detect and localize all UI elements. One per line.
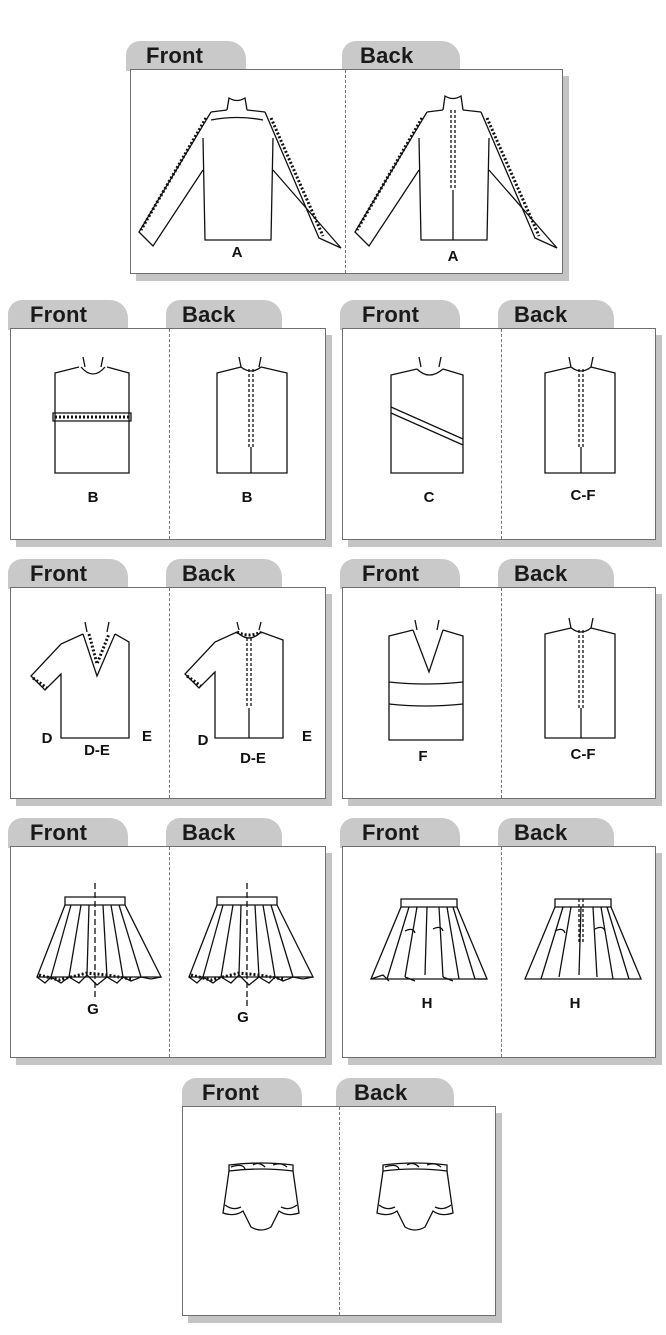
front-back-divider (169, 847, 170, 1057)
view-card: G G (10, 846, 326, 1058)
back-tab (342, 41, 460, 71)
front-tab-label: Front (202, 1080, 260, 1105)
front-tab-label: Front (30, 302, 88, 327)
bloomers-illustration (222, 1162, 454, 1231)
back-tab (498, 300, 614, 330)
view-card: B B (10, 328, 326, 540)
front-back-divider (501, 329, 502, 539)
front-tab-label: Front (362, 561, 420, 586)
front-back-divider (345, 70, 346, 273)
view-letter-a-front: A (231, 244, 243, 261)
view-panel-h: Front Back H H (336, 818, 664, 1073)
view-letter-d-back: D (197, 732, 209, 749)
front-back-divider (169, 588, 170, 798)
front-tab-label: Front (362, 302, 420, 327)
garment-g-illustration (36, 883, 315, 1007)
view-letter-d-front: D (41, 730, 53, 747)
front-back-divider (339, 1107, 340, 1315)
front-tab-label: Front (30, 561, 88, 586)
view-card: D D-E E D D-E E (10, 587, 326, 799)
back-tab-label: Back (514, 561, 568, 586)
view-card: F C-F (342, 587, 656, 799)
view-panel-b: Front Back B B (4, 300, 334, 550)
view-letter-d-e-front: D-E (84, 742, 110, 759)
view-letter-d-e-back: D-E (240, 750, 266, 767)
view-letter-a-back: A (447, 248, 459, 265)
view-letter-h-back: H (569, 995, 581, 1012)
back-tab-label: Back (514, 302, 568, 327)
back-tab (166, 818, 282, 848)
view-letter-e-front: E (141, 728, 153, 745)
garment-h-illustration (370, 898, 642, 982)
back-tab-label: Back (354, 1080, 408, 1105)
front-tab (8, 300, 128, 330)
view-panel-d-e: Front Back D D-E E D D-E E (4, 559, 334, 809)
view-panel-g: Front Back G G (4, 818, 334, 1073)
front-tab (182, 1078, 302, 1108)
back-tab (166, 300, 282, 330)
front-tab-label: Front (146, 43, 204, 68)
view-letter-c-f-back: C-F (570, 746, 596, 763)
back-tab (498, 818, 614, 848)
back-tab (166, 559, 282, 589)
back-tab (336, 1078, 454, 1108)
view-letter-h-front: H (421, 995, 433, 1012)
back-tab-label: Back (514, 820, 568, 845)
view-letter-g-front: G (87, 1001, 99, 1018)
garment-d-e-illustration (30, 621, 284, 739)
view-letter-b-front: B (87, 489, 99, 506)
garment-a-illustration (138, 94, 558, 249)
back-tab-label: Back (182, 561, 236, 586)
view-panel-c: Front Back C C-F (336, 300, 664, 550)
back-tab-label: Back (360, 43, 414, 68)
front-tab (8, 559, 128, 589)
view-panel-a: Front Back A A (124, 41, 574, 281)
view-letter-g-back: G (237, 1009, 249, 1026)
view-letter-b-back: B (241, 489, 253, 506)
front-tab (126, 41, 246, 71)
garment-b-illustration (52, 356, 288, 474)
view-card: A A (130, 69, 563, 274)
view-card: C C-F (342, 328, 656, 540)
view-letter-f-front: F (418, 748, 428, 765)
front-tab-label: Front (362, 820, 420, 845)
view-panel-bloomers: Front Back (176, 1078, 506, 1333)
view-letter-c-f-back: C-F (570, 487, 596, 504)
view-card (182, 1106, 496, 1316)
back-tab (498, 559, 614, 589)
front-tab (340, 818, 460, 848)
view-letter-c-front: C (423, 489, 435, 506)
garment-f-illustration (388, 617, 616, 741)
front-back-divider (501, 847, 502, 1057)
front-back-divider (501, 588, 502, 798)
front-tab (8, 818, 128, 848)
view-card: H H (342, 846, 656, 1058)
front-tab-label: Front (30, 820, 88, 845)
view-panel-f: Front Back F C-F (336, 559, 664, 809)
view-letter-e-back: E (301, 728, 313, 745)
garment-c-f-illustration (390, 356, 616, 474)
back-tab-label: Back (182, 302, 236, 327)
front-tab (340, 300, 460, 330)
front-tab (340, 559, 460, 589)
front-back-divider (169, 329, 170, 539)
back-tab-label: Back (182, 820, 236, 845)
